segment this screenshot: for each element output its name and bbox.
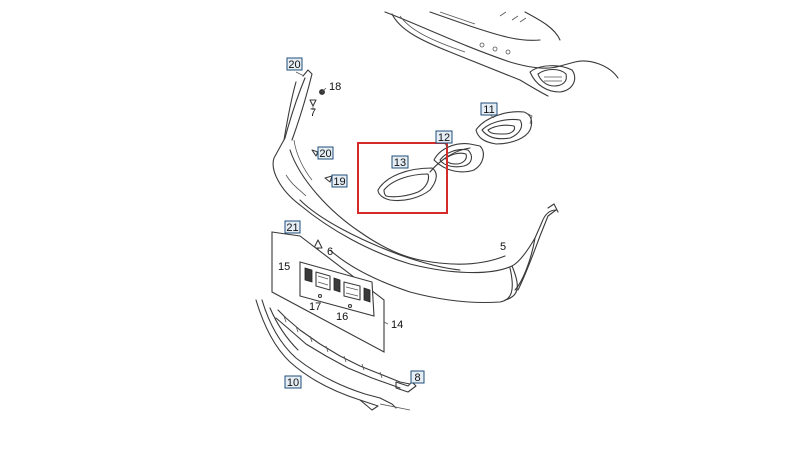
fog-lamp-bezel-12 xyxy=(433,143,484,173)
svg-text:15: 15 xyxy=(278,261,290,273)
svg-text:21: 21 xyxy=(286,222,298,234)
callout-20-top: 20 xyxy=(286,57,303,71)
callout-21: 21 xyxy=(284,220,301,234)
callout-15: 15 xyxy=(278,261,290,273)
svg-text:19: 19 xyxy=(333,176,345,188)
svg-text:10: 10 xyxy=(287,377,299,389)
svg-text:18: 18 xyxy=(329,81,341,93)
svg-text:14: 14 xyxy=(391,319,403,331)
svg-text:16: 16 xyxy=(336,311,348,323)
callout-11: 11 xyxy=(480,102,498,116)
callout-20-mid: 20 xyxy=(317,146,334,160)
callout-17: 17 xyxy=(309,301,321,313)
svg-text:8: 8 xyxy=(414,372,420,384)
callout-14: 14 xyxy=(391,319,403,331)
callout-19: 19 xyxy=(331,174,348,188)
leader-lines xyxy=(293,71,495,387)
lower-front-trim xyxy=(255,299,417,411)
svg-text:20: 20 xyxy=(319,148,331,160)
callout-16: 16 xyxy=(336,311,348,323)
callout-18: 18 xyxy=(329,81,341,93)
callout-8: 8 xyxy=(410,370,425,384)
callout-6: 6 xyxy=(327,246,333,258)
side-trim-strip xyxy=(291,69,313,141)
callout-5: 5 xyxy=(500,241,506,253)
callout-label: 20 xyxy=(288,59,300,71)
svg-text:7: 7 xyxy=(310,107,316,119)
svg-text:5: 5 xyxy=(500,241,506,253)
callout-7: 7 xyxy=(310,107,316,119)
callout-10: 10 xyxy=(284,375,302,389)
svg-text:11: 11 xyxy=(483,104,494,116)
vehicle-body-outline xyxy=(384,11,619,97)
callout-13: 13 xyxy=(391,155,409,169)
fog-lamp-garnish-11 xyxy=(475,111,533,145)
svg-text:13: 13 xyxy=(394,157,406,169)
svg-text:12: 12 xyxy=(438,132,450,144)
svg-text:17: 17 xyxy=(309,301,321,313)
license-plate-bracket xyxy=(271,231,385,353)
callout-12: 12 xyxy=(435,130,453,144)
fog-lamp-cover-13 xyxy=(377,167,437,202)
highlight-box-13 xyxy=(357,142,448,214)
svg-text:6: 6 xyxy=(327,246,333,258)
